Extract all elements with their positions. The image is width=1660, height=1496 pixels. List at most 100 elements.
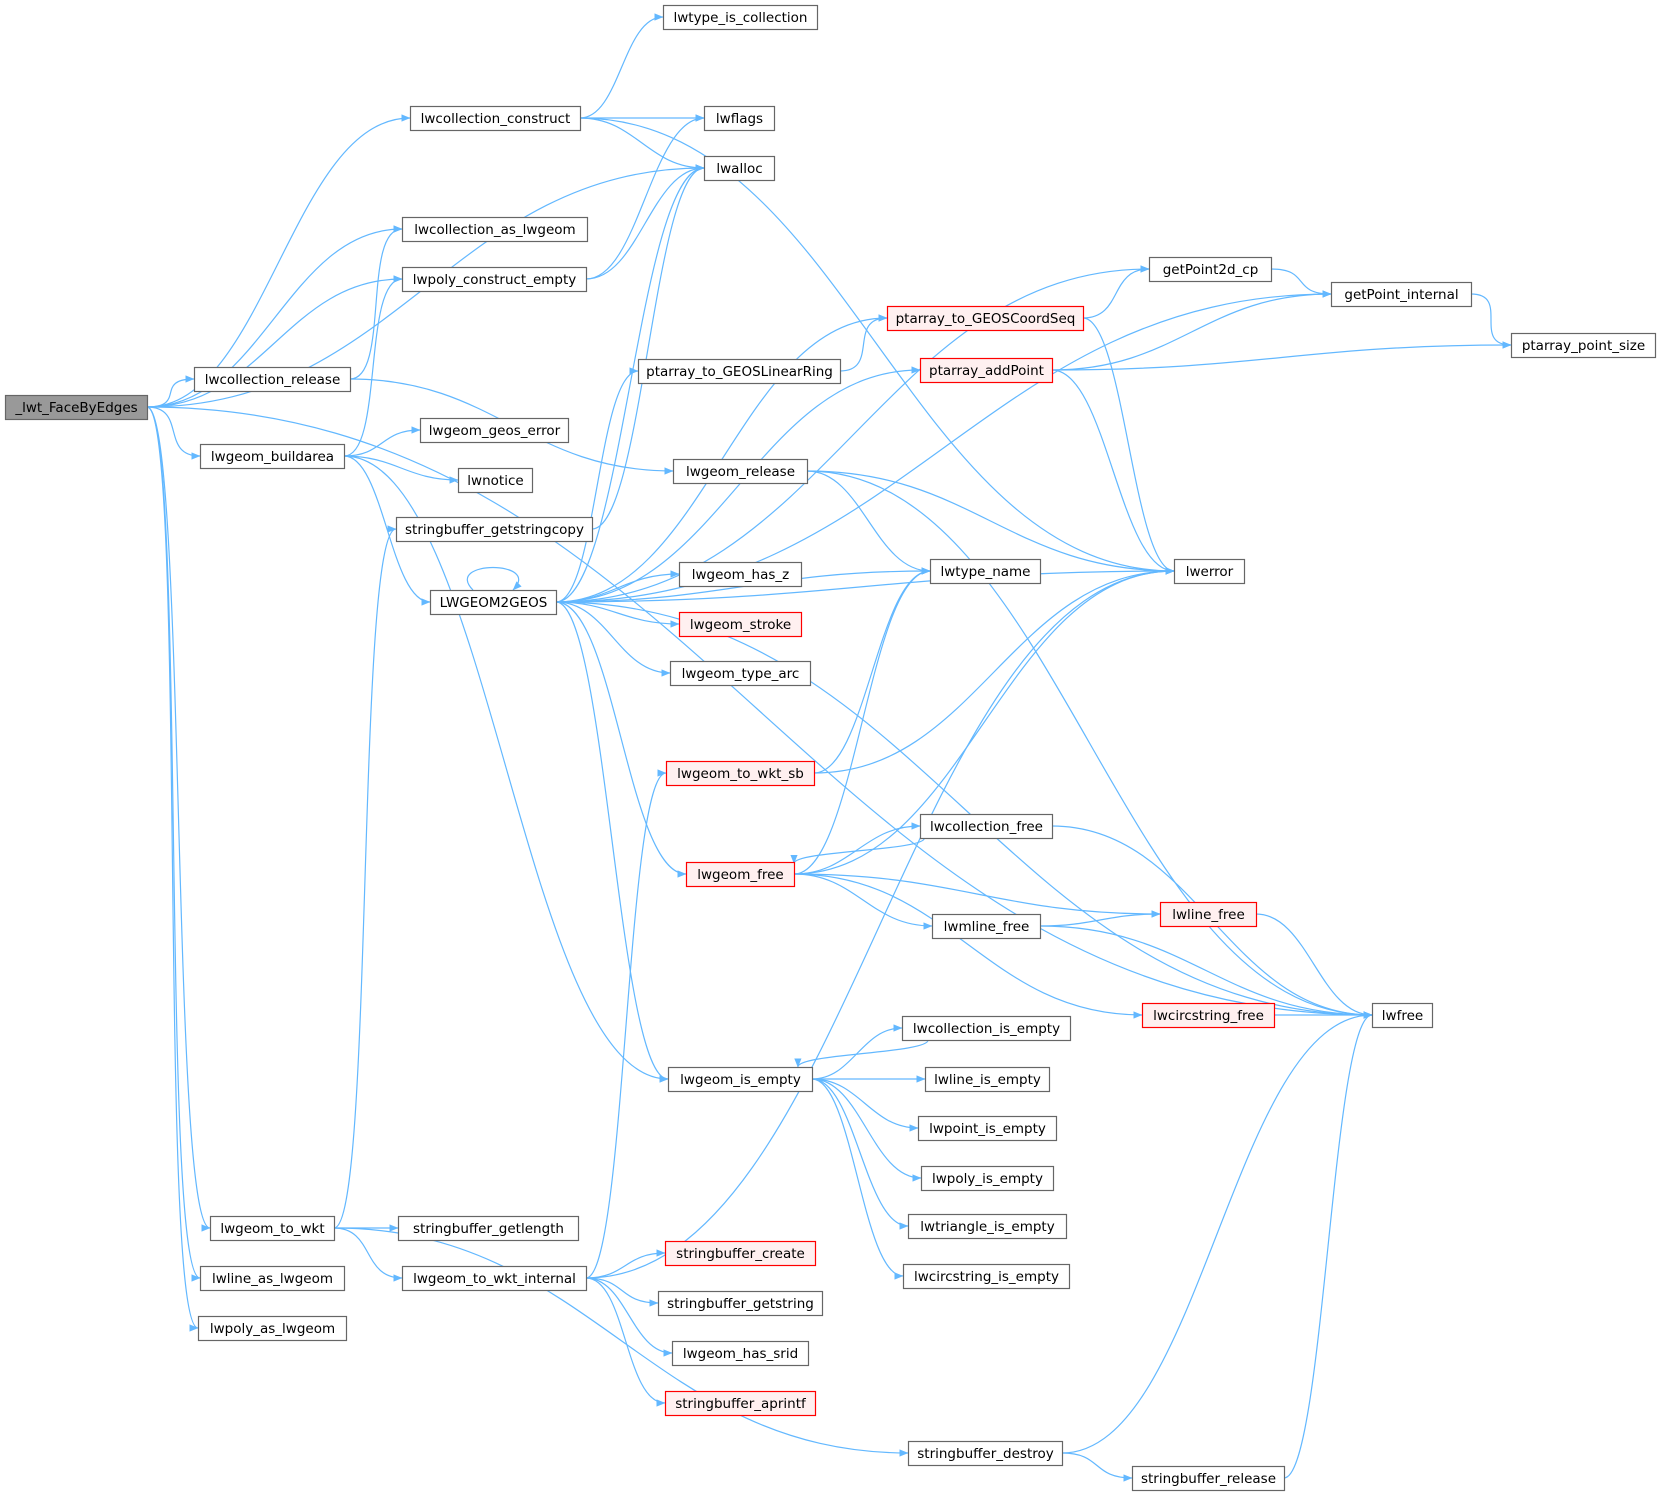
node-label: lwflags (716, 111, 763, 127)
node-stringbuffer-aprintf[interactable]: stringbuffer_aprintf (664, 1390, 817, 1417)
edge-lwgeom-is-empty-to-lwcircstring-is-empty (811, 1078, 904, 1280)
node-lwgeom-type-arc[interactable]: lwgeom_type_arc (669, 660, 812, 687)
node-stringbuffer-getstringcopy[interactable]: stringbuffer_getstringcopy (395, 516, 594, 543)
node-label: lwgeom_buildarea (211, 449, 334, 465)
node-lwgeom-has-z[interactable]: lwgeom_has_z (678, 561, 803, 588)
edge-lwcollection-release-to-lwcollection-as-lwgeom (349, 225, 403, 380)
node-box (901, 1015, 1072, 1042)
node-box (657, 1290, 824, 1317)
node-box (397, 1215, 580, 1242)
node-box (1330, 281, 1473, 308)
node-stringbuffer-getstring[interactable]: stringbuffer_getstring (657, 1290, 824, 1317)
node-label: LWGEOM2GEOS (440, 595, 548, 611)
node-ptarray-addpoint[interactable]: ptarray_addPoint (919, 357, 1054, 384)
edge-lwgeom-to-wkt-sb-to-lwtype-name (813, 567, 931, 774)
node-label: stringbuffer_aprintf (675, 1396, 807, 1412)
node-lwline-is-empty[interactable]: lwline_is_empty (924, 1066, 1051, 1093)
node-lwgeom-release[interactable]: lwgeom_release (672, 458, 809, 485)
node-lwpoint-is-empty[interactable]: lwpoint_is_empty (917, 1115, 1058, 1142)
edge-lwgeom-to-wkt-internal-to-lwerror (585, 567, 1175, 1279)
edge-lwgeom-release-to-lwtype-name (806, 470, 931, 575)
node-lwtriangle-is-empty[interactable]: lwtriangle_is_empty (907, 1213, 1068, 1240)
nodes: _lwt_FaceByEdges lwtype_is_collectionlwco… (4, 4, 1657, 1492)
node-stringbuffer-getlength[interactable]: stringbuffer_getlength (397, 1215, 580, 1242)
edge-lwt-facebyedges-to-lwfree (146, 406, 1373, 1019)
node-getpoint2d-cp[interactable]: getPoint2d_cp (1148, 256, 1273, 283)
node-lwgeom-free[interactable]: lwgeom_free (685, 861, 796, 888)
edge-lwgeom2geos-to-lwgeom-has-z (555, 570, 680, 603)
node-lwpoly-as-lwgeom[interactable]: lwpoly_as_lwgeom (197, 1315, 348, 1342)
node-label: lwgeom_release (686, 464, 795, 480)
node-stringbuffer-release[interactable]: stringbuffer_release (1131, 1465, 1286, 1492)
edge-stringbuffer-destroy-to-stringbuffer-release (1061, 1452, 1133, 1482)
node-lwcollection-release[interactable]: lwcollection_release (193, 366, 352, 393)
node-box (919, 813, 1054, 840)
node-lwmline-free[interactable]: lwmline_free (931, 913, 1042, 940)
edge-lwgeom-to-wkt-to-stringbuffer-destroy (333, 1227, 909, 1457)
edge-lwgeom-free-to-lwcollection-free (793, 822, 921, 875)
node-lwflags[interactable]: lwflags (703, 105, 776, 132)
node-stringbuffer-create[interactable]: stringbuffer_create (664, 1240, 817, 1267)
node-label: lwgeom_to_wkt_sb (677, 766, 804, 782)
node-label: ptarray_to_GEOSCoordSeq (896, 311, 1076, 327)
node-lwt-facebyedges: _lwt_FaceByEdges (4, 394, 149, 421)
node-box (209, 1215, 336, 1242)
node-lwgeom-is-empty[interactable]: lwgeom_is_empty (667, 1066, 814, 1093)
node-box (1141, 1002, 1276, 1029)
node-label: lwcollection_construct (421, 111, 571, 127)
node-label: stringbuffer_destroy (917, 1446, 1054, 1462)
node-ptarray-to-geoscoordseq[interactable]: ptarray_to_GEOSCoordSeq (886, 305, 1085, 332)
edge-lwcollection-free-to-lwgeom-free (790, 837, 926, 865)
node-box (907, 1440, 1064, 1467)
edge-stringbuffer-destroy-to-lwfree (1061, 1011, 1373, 1454)
node-lwfree[interactable]: lwfree (1371, 1002, 1434, 1029)
node-lwtype-name[interactable]: lwtype_name (929, 558, 1042, 585)
edge-lwgeom-to-wkt-sb-to-lwerror (813, 567, 1175, 774)
edges (146, 13, 1512, 1482)
node-lwgeom-geos-error[interactable]: lwgeom_geos_error (419, 417, 570, 444)
edge-lwgeom-buildarea-to-lwgeom-geos-error (343, 426, 421, 457)
node-label: stringbuffer_getstringcopy (405, 522, 584, 538)
node-lwcollection-free[interactable]: lwcollection_free (919, 813, 1054, 840)
edge-lwgeom-buildarea-to-lwnotice (343, 455, 459, 484)
node-box (703, 105, 776, 132)
node-stringbuffer-destroy[interactable]: stringbuffer_destroy (907, 1440, 1064, 1467)
node-label: ptarray_addPoint (929, 363, 1044, 379)
node-label: lwfree (1382, 1008, 1423, 1024)
edge-ptarray-to-geoscoordseq-to-lwerror (1082, 317, 1175, 575)
edge-lwgeom-is-empty-to-lwpoly-is-empty (811, 1078, 922, 1182)
node-box (409, 105, 582, 132)
node-lwpoly-is-empty[interactable]: lwpoly_is_empty (920, 1165, 1055, 1192)
edge-lwgeom-buildarea-to-lwgeom-is-empty (343, 455, 669, 1083)
node-lwpoly-construct-empty[interactable]: lwpoly_construct_empty (401, 266, 588, 293)
node-lwgeom-to-wkt-internal[interactable]: lwgeom_to_wkt_internal (401, 1265, 588, 1292)
node-lwgeom-to-wkt-sb[interactable]: lwgeom_to_wkt_sb (665, 760, 816, 787)
node-lwalloc[interactable]: lwalloc (703, 155, 776, 182)
node-getpoint-internal[interactable]: getPoint_internal (1330, 281, 1473, 308)
node-label: lwpoly_is_empty (932, 1171, 1043, 1187)
node-ptarray-to-geoslinearring[interactable]: ptarray_to_GEOSLinearRing (637, 358, 842, 385)
node-lwtype-is-collection[interactable]: lwtype_is_collection (662, 4, 819, 31)
node-lwnotice[interactable]: lwnotice (457, 467, 534, 494)
node-lwcircstring-is-empty[interactable]: lwcircstring_is_empty (902, 1263, 1071, 1290)
node-lwgeom-has-srid[interactable]: lwgeom_has_srid (671, 1340, 810, 1367)
node-lwline-as-lwgeom[interactable]: lwline_as_lwgeom (199, 1265, 346, 1292)
node-lwcollection-construct[interactable]: lwcollection_construct (409, 105, 582, 132)
node-lwgeom-buildarea[interactable]: lwgeom_buildarea (199, 443, 346, 470)
node-lwline-free[interactable]: lwline_free (1159, 901, 1258, 928)
node-lwcollection-is-empty[interactable]: lwcollection_is_empty (901, 1015, 1072, 1042)
node-lwgeom2geos[interactable]: LWGEOM2GEOS (429, 589, 558, 616)
node-lwgeom-to-wkt[interactable]: lwgeom_to_wkt (209, 1215, 336, 1242)
edge-lwgeom-is-empty-to-lwtriangle-is-empty (811, 1078, 909, 1230)
node-lwcircstring-free[interactable]: lwcircstring_free (1141, 1002, 1276, 1029)
node-label: lwcollection_release (205, 372, 341, 388)
edge-stringbuffer-getstringcopy-to-lwalloc (591, 164, 705, 530)
node-ptarray-point-size[interactable]: ptarray_point_size (1510, 332, 1657, 359)
edge-lwgeom-to-wkt-to-lwgeom-to-wkt-internal (333, 1227, 403, 1282)
edge-ptarray-addpoint-to-ptarray-point-size (1051, 341, 1512, 371)
node-lwerror[interactable]: lwerror (1173, 558, 1246, 585)
node-lwcollection-as-lwgeom[interactable]: lwcollection_as_lwgeom (401, 216, 589, 243)
node-lwgeom-stroke[interactable]: lwgeom_stroke (678, 611, 803, 638)
edge-lwgeom-buildarea-to-lwpoly-construct-empty (343, 275, 403, 457)
